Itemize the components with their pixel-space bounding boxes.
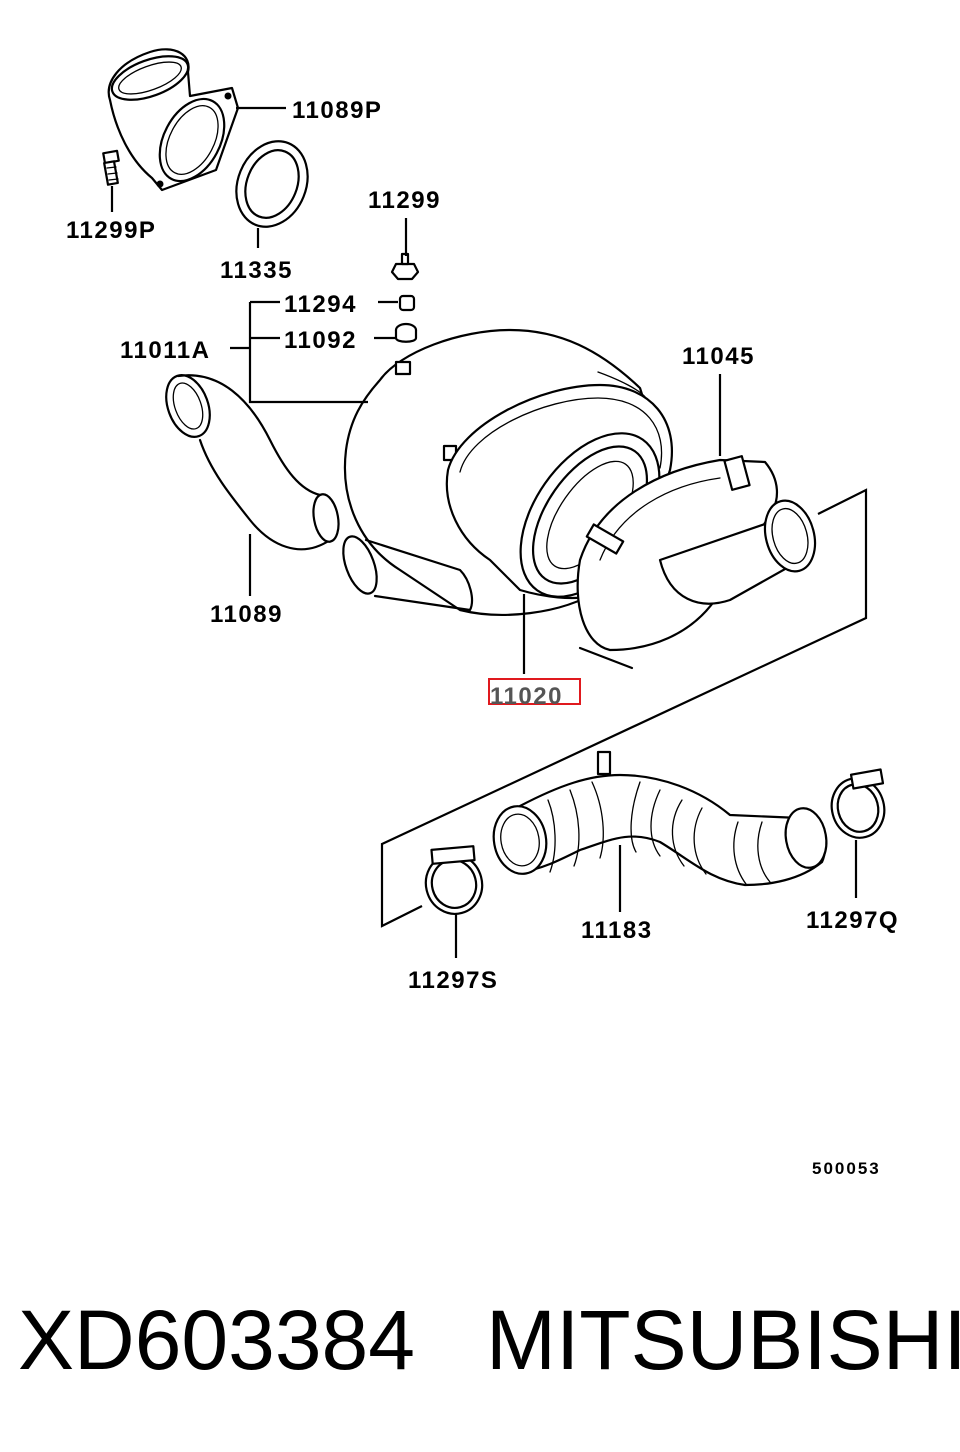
callout-11092: 11092 bbox=[284, 327, 357, 354]
hose-11183 bbox=[492, 750, 828, 887]
part-number: XD603384 bbox=[18, 1293, 415, 1387]
bolt-11299 bbox=[390, 252, 420, 281]
callout-11299P: 11299P bbox=[66, 217, 156, 244]
callout-11011A: 11011A bbox=[120, 337, 210, 364]
callout-11294: 11294 bbox=[284, 291, 357, 318]
hose-clamp-11297Q bbox=[830, 768, 886, 839]
highlight-box bbox=[488, 678, 581, 705]
collar-11294 bbox=[398, 294, 416, 312]
grommet-11092 bbox=[394, 322, 418, 343]
callout-11297Q: 11297Q bbox=[806, 907, 899, 934]
perspective-frame bbox=[380, 488, 868, 928]
hose-clamp-11297S bbox=[424, 845, 484, 915]
callout-11020-highlighted: 11020 bbox=[490, 683, 563, 710]
callout-11045: 11045 bbox=[682, 343, 755, 370]
figure-code: 500053 bbox=[812, 1159, 881, 1178]
callout-11335: 11335 bbox=[220, 257, 293, 284]
gasket-ring-11335 bbox=[235, 140, 309, 228]
elbow-duct-11089P bbox=[107, 48, 240, 192]
callout-11183: 11183 bbox=[581, 917, 653, 944]
callout-11089P: 11089P bbox=[292, 97, 382, 124]
callout-11089: 11089 bbox=[210, 601, 283, 628]
cover-11045 bbox=[576, 455, 817, 670]
bolt-11299P bbox=[102, 149, 120, 186]
intake-duct-11089 bbox=[165, 374, 340, 551]
callout-11297S: 11297S bbox=[408, 967, 498, 994]
leader-lines bbox=[110, 106, 858, 958]
callout-11299: 11299 bbox=[368, 187, 441, 214]
brand-name: MITSUBISHI bbox=[486, 1293, 960, 1387]
